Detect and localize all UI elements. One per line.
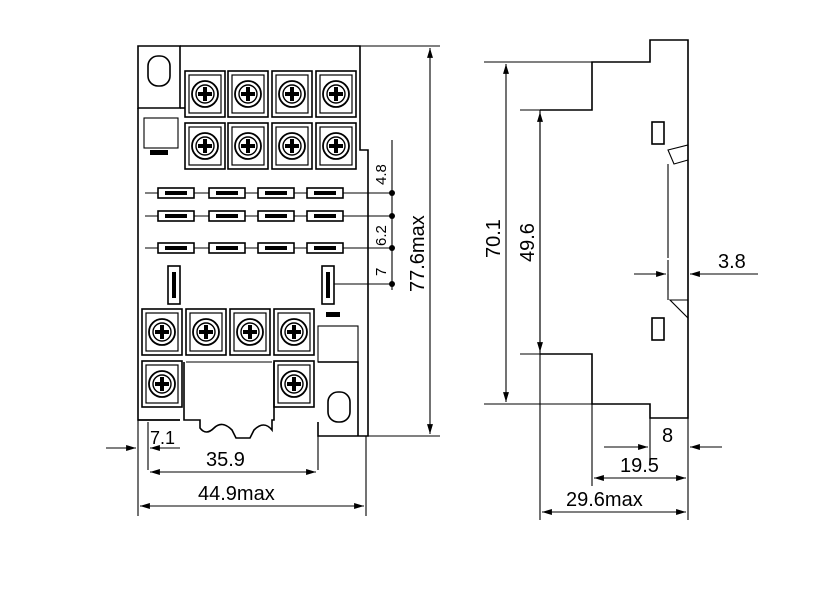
dim-height-total: 77.6max — [407, 215, 429, 292]
front-view — [137, 45, 392, 439]
side-dimensions: 70.1 49.6 3.8 8 19.5 29.6max — [483, 61, 758, 520]
dim-rail-depth: 3.8 — [718, 251, 746, 273]
dim-pitch-bottom: 7 — [373, 268, 390, 276]
dim-mount-offset: 7.1 — [150, 428, 175, 448]
side-view — [539, 39, 689, 419]
dim-inner-height: 49.6 — [517, 223, 539, 262]
dim-pitch-mid: 6.2 — [373, 225, 390, 246]
dim-depth-mid: 19.5 — [620, 455, 659, 477]
dim-pitch-top: 4.8 — [373, 164, 390, 185]
dim-width-total: 44.9max — [198, 483, 275, 505]
dim-hole-span: 35.9 — [206, 449, 245, 471]
front-dimensions: 77.6max 4.8 6.2 7 7.1 35.9 44.9max — [106, 45, 440, 516]
dim-side-height: 70.1 — [483, 219, 505, 258]
dim-step: 8 — [662, 425, 673, 447]
dim-depth-total: 29.6max — [566, 489, 643, 511]
